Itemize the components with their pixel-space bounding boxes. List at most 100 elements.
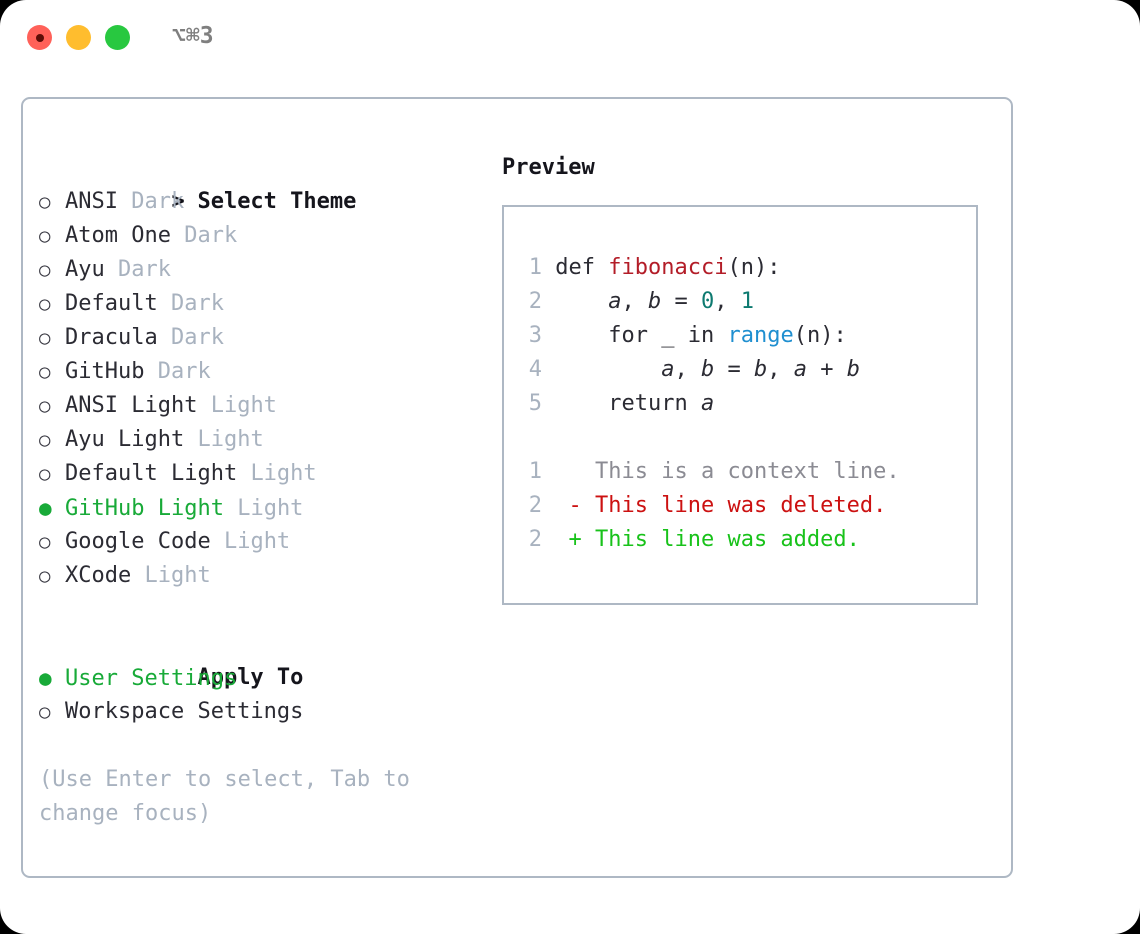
radio-selected-icon: ● [39, 496, 52, 520]
code-text: ) [820, 323, 834, 348]
theme-kind-badge: Light [144, 563, 211, 588]
theme-name: Google Code [65, 529, 211, 554]
code-variable: b [700, 357, 715, 382]
diff-line: 2 - This line was deleted. [518, 489, 900, 523]
code-text [833, 357, 846, 382]
code-text: = [727, 357, 741, 382]
code-text: = [674, 289, 688, 314]
theme-kind-badge: Dark [131, 189, 185, 214]
apply-to-item[interactable]: ● User Settings [39, 661, 489, 695]
code-text [648, 323, 661, 348]
code-text: _ [661, 323, 675, 348]
code-line-number: 5 [528, 391, 542, 416]
code-number: 0 [700, 289, 715, 314]
radio-unselected-icon: ○ [39, 191, 51, 213]
apply-to-title: Apply To [197, 665, 304, 690]
radio-unselected-icon: ○ [39, 395, 51, 417]
radio-unselected-icon: ○ [39, 531, 51, 553]
code-line-number: 2 [528, 289, 542, 314]
apply-to-list: ● User Settings ○Workspace Settings [39, 661, 489, 729]
code-keyword: in [687, 323, 715, 348]
code-variable: a [608, 289, 622, 314]
diff-line-number: 2 [528, 493, 542, 518]
diff-line-number: 2 [528, 527, 542, 552]
code-text [555, 391, 608, 416]
theme-kind-badge: Dark [157, 359, 211, 384]
apply-to-label: Workspace Settings [65, 699, 304, 724]
spacer [39, 593, 489, 627]
theme-name: Ayu Light [65, 427, 185, 452]
theme-name: GitHub [65, 359, 145, 384]
code-line: 2 a, b = 0, 1 [518, 285, 900, 319]
radio-unselected-icon: ○ [39, 463, 51, 485]
radio-selected-icon: ● [39, 666, 52, 690]
theme-list-item[interactable]: ○ ANSI Light Light [39, 389, 489, 423]
code-text [727, 289, 740, 314]
code-keyword: return [608, 391, 688, 416]
title-bar: ⌥⌘3 [0, 0, 1140, 78]
code-text [555, 323, 608, 348]
theme-kind-badge: Light [210, 393, 277, 418]
window-controls [27, 25, 130, 50]
code-text [688, 391, 701, 416]
diff-text: This is a context line. [595, 459, 900, 484]
code-text [780, 357, 793, 382]
code-variable: a [661, 357, 675, 382]
theme-kind-badge: Dark [184, 223, 238, 248]
code-line: 3 for _ in range(n): [518, 319, 900, 353]
code-keyword: for [608, 323, 648, 348]
theme-kind-badge: Light [197, 427, 264, 452]
code-text [688, 357, 701, 382]
theme-list-item[interactable]: ○ ANSI Dark [39, 185, 489, 219]
theme-kind-badge: Light [250, 461, 317, 486]
theme-list-item[interactable]: ○ Ayu Light Light [39, 423, 489, 457]
preview-column: Preview 1 def fibonacci(n):2 a, b = 0, 1… [502, 151, 1002, 605]
theme-kind-badge: Dark [118, 257, 171, 282]
code-line-number: 1 [528, 255, 542, 280]
theme-list-item[interactable]: ○Default Dark [39, 287, 489, 321]
minimize-button[interactable] [66, 25, 91, 50]
theme-picker-column: >Select Theme ○ANSI Dark○Atom One Dark○A… [39, 151, 489, 831]
theme-list-item[interactable]: ○Google Code Light [39, 525, 489, 559]
code-text: + [820, 357, 834, 382]
theme-list-item[interactable]: ○Dracula Dark [39, 321, 489, 355]
keyboard-hint-text: (Use Enter to select, Tab to change focu… [39, 767, 424, 826]
code-text [661, 289, 674, 314]
apply-to-label: User Settings [65, 666, 238, 691]
theme-name: ANSI [65, 189, 118, 214]
code-text [635, 289, 648, 314]
theme-list-item[interactable]: ○Default Light Light [39, 457, 489, 491]
code-line-number: 4 [528, 357, 542, 382]
theme-list-item[interactable]: ○GitHub Dark [39, 355, 489, 389]
code-text [714, 323, 727, 348]
code-text: : [767, 255, 781, 280]
code-variable: b [846, 357, 860, 382]
code-text: , [767, 357, 781, 382]
code-text: ( [793, 323, 807, 348]
theme-list-item[interactable]: ○XCode Light [39, 559, 489, 593]
code-text [595, 255, 608, 280]
code-text: , [674, 357, 688, 382]
theme-kind-badge: Light [237, 496, 304, 521]
code-text: n [806, 323, 821, 348]
code-variable: a [793, 357, 807, 382]
theme-list-item[interactable]: ○Atom One Dark [39, 219, 489, 253]
code-text: : [833, 323, 847, 348]
code-text: ( [727, 255, 741, 280]
code-function-name: fibonacci [608, 255, 728, 280]
diff-text: This line was deleted. [595, 493, 887, 518]
apply-to-item[interactable]: ○Workspace Settings [39, 695, 489, 729]
theme-name: ANSI Light [65, 393, 198, 418]
theme-list-item[interactable]: ○Ayu Dark [39, 253, 489, 287]
radio-unselected-icon: ○ [39, 259, 51, 281]
diff-marker [569, 459, 582, 484]
theme-list-item[interactable]: ●GitHub Light Light [39, 491, 489, 525]
radio-unselected-icon: ○ [39, 429, 51, 451]
zoom-button[interactable] [105, 25, 130, 50]
close-button[interactable] [27, 25, 52, 50]
keyboard-shortcut-label: ⌥⌘3 [172, 23, 214, 49]
code-line-number: 3 [528, 323, 542, 348]
code-number: 1 [740, 289, 754, 314]
